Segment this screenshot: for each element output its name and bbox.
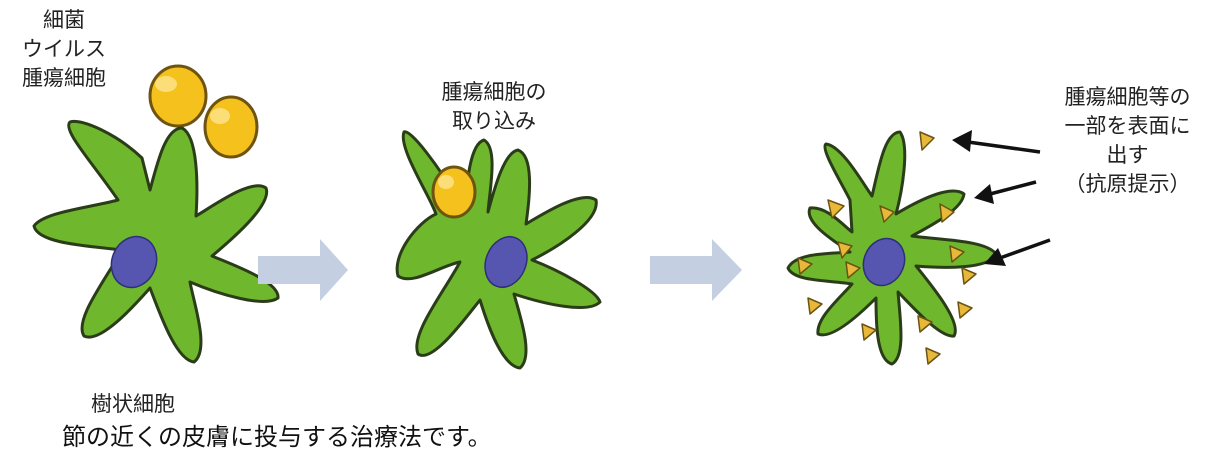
antigen-fragments xyxy=(797,131,977,365)
dendritic-cell-label: 樹状細胞 xyxy=(91,392,175,416)
antigen-icon xyxy=(917,315,933,333)
antigen-icon xyxy=(807,297,823,315)
antigen-icon xyxy=(957,301,973,319)
arrow-left-icon xyxy=(952,130,1041,154)
arrow-left-icon xyxy=(974,180,1037,204)
particle-icon xyxy=(203,95,259,159)
block-arrow-right-icon xyxy=(258,239,348,301)
input-types-label: 細菌 ウイルス 腫瘍細胞 xyxy=(8,6,120,93)
nucleus-icon xyxy=(110,235,158,289)
particle-icon xyxy=(148,64,208,128)
caption-text: 節の近くの皮膚に投与する治療法です。 xyxy=(62,423,492,451)
antigen-icon xyxy=(827,199,845,219)
label-line: 一部を表面に xyxy=(1064,114,1191,138)
particle-icon xyxy=(431,165,477,219)
label-line-tumor-cell: 腫瘍細胞 xyxy=(22,66,106,90)
antigen-icon xyxy=(925,347,941,365)
antigen-icon xyxy=(861,323,877,341)
label-line: 腫瘍細胞の xyxy=(441,80,547,104)
antigen-icon xyxy=(797,257,813,275)
block-arrow-right-icon xyxy=(650,239,742,301)
label-line: 取り込み xyxy=(452,109,536,133)
antigen-presentation-label: 腫瘍細胞等の 一部を表面に 出す （抗原提示） xyxy=(1030,83,1225,199)
uptake-label: 腫瘍細胞の 取り込み xyxy=(414,78,574,136)
arrow-left-icon xyxy=(984,238,1051,266)
antigen-icon xyxy=(837,241,853,259)
label-line: 腫瘍細胞等の xyxy=(1064,85,1191,109)
dendritic-cell-icon xyxy=(32,119,280,364)
label-line-virus: ウイルス xyxy=(22,37,106,61)
label-line: （抗原提示） xyxy=(1064,172,1191,196)
antigen-icon xyxy=(879,205,895,223)
label-line: 出す xyxy=(1106,143,1149,167)
antigen-icon xyxy=(961,267,977,285)
antigen-icon xyxy=(919,131,935,151)
nucleus-icon xyxy=(484,236,528,288)
nucleus-icon xyxy=(862,237,906,287)
antigen-icon xyxy=(845,261,861,279)
antigen-icon xyxy=(939,203,955,223)
label-line-bacteria: 細菌 xyxy=(43,8,85,32)
antigen-icon xyxy=(949,245,965,263)
pointer-arrows xyxy=(952,130,1051,266)
